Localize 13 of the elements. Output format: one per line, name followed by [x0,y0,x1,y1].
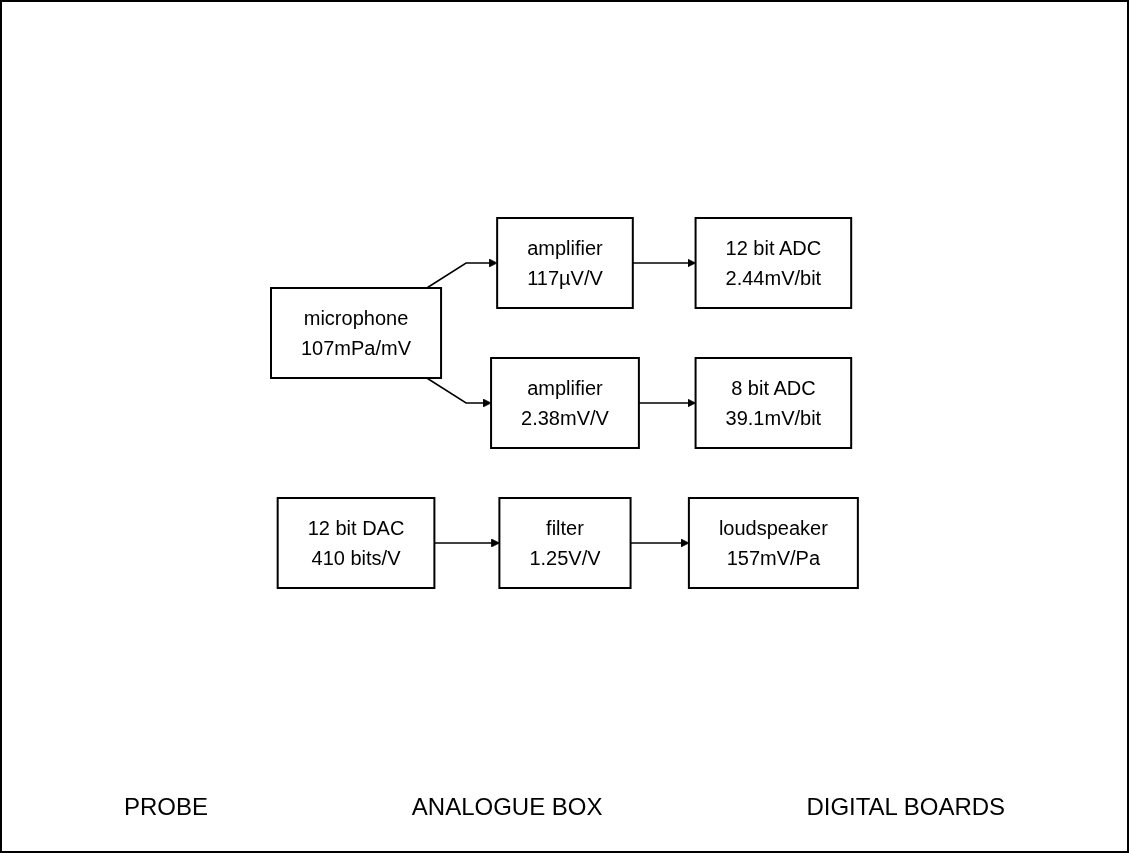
node-box: filter 1.25V/V [498,496,632,589]
arrow [426,376,492,407]
section-label: DIGITAL BOARDS [806,793,1006,821]
node-box: 12 bit DAC 410 bits/V [276,496,436,589]
section-label: ANALOGUE BOX [411,793,603,821]
node-box: microphone 107mPa/mV [270,286,443,379]
arrow [426,258,498,289]
section-label: PROBE [123,793,208,821]
node-box: loudspeaker 157mV/Pa [687,496,859,589]
node-box: 12 bit ADC 2.44mV/bit [694,216,853,309]
node-box: 8 bit ADC 39.1mV/bit [694,356,853,449]
node-box: amplifier 2.38mV/V [490,356,640,449]
node-box: amplifier 117µV/V [496,216,634,309]
